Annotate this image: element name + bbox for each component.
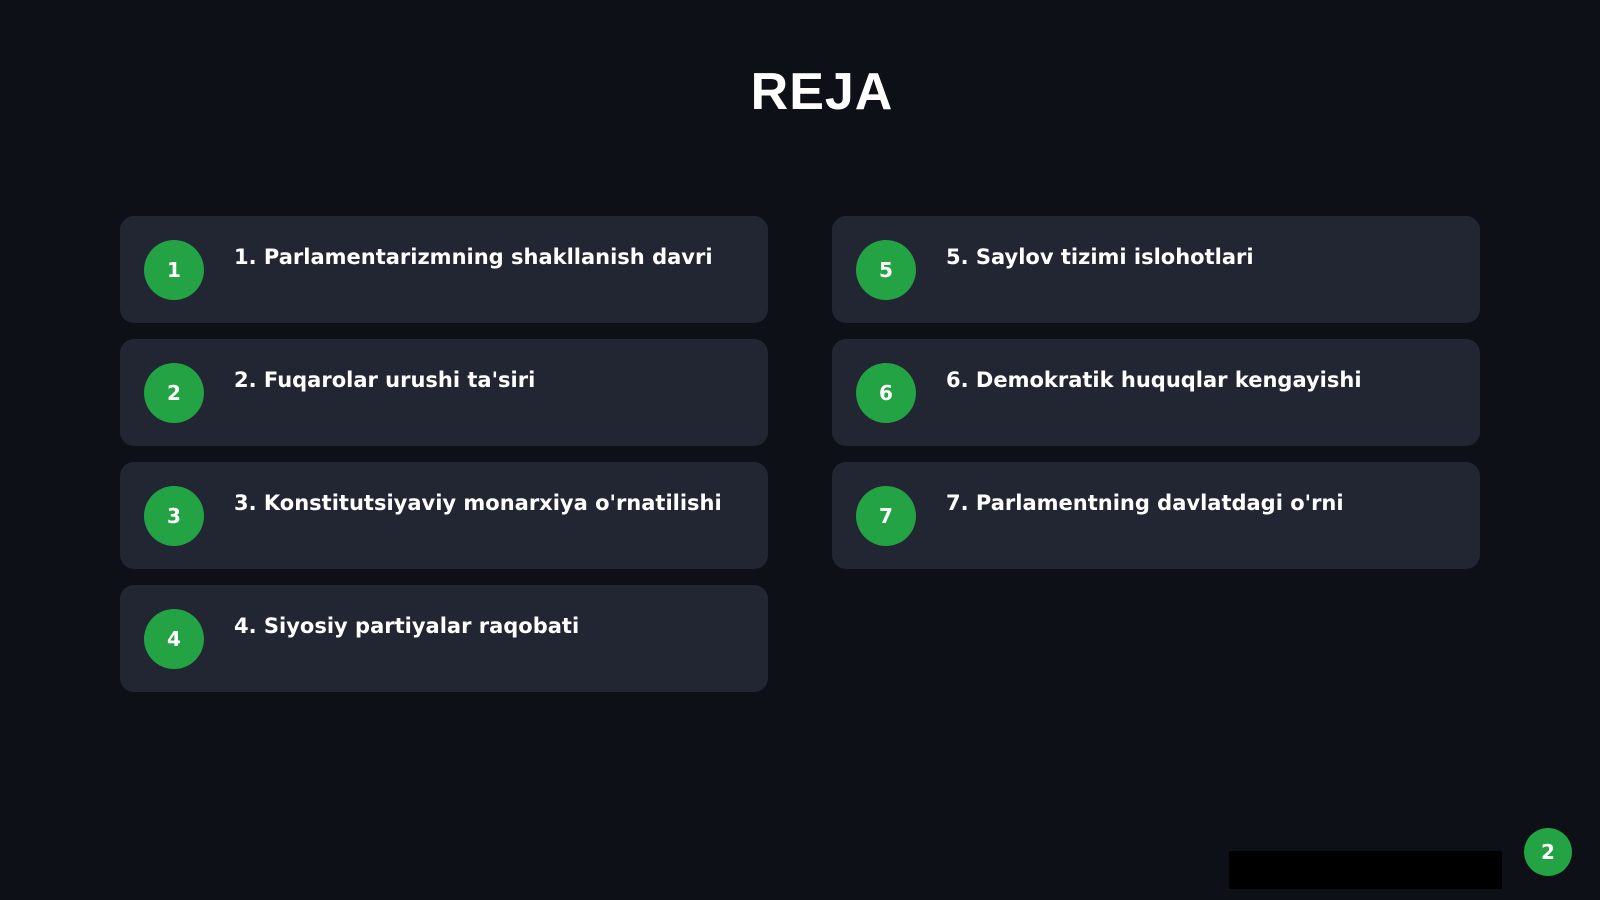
plan-item-card: 1 1. Parlamentarizmning shakllanish davr… xyxy=(120,216,768,323)
plan-item-card: 6 6. Demokratik huquqlar kengayishi xyxy=(832,339,1480,446)
plan-item-card: 4 4. Siyosiy partiyalar raqobati xyxy=(120,585,768,692)
plan-item-text: 4. Siyosiy partiyalar raqobati xyxy=(234,614,580,638)
plan-item-text: 5. Saylov tizimi islohotlari xyxy=(946,245,1254,269)
plan-column-left: 1 1. Parlamentarizmning shakllanish davr… xyxy=(120,216,768,708)
plan-item-text: 1. Parlamentarizmning shakllanish davri xyxy=(234,245,713,269)
plan-item-card: 2 2. Fuqarolar urushi ta'siri xyxy=(120,339,768,446)
plan-column-right: 5 5. Saylov tizimi islohotlari 6 6. Demo… xyxy=(832,216,1480,585)
plan-item-card: 7 7. Parlamentning davlatdagi o'rni xyxy=(832,462,1480,569)
item-number-badge: 6 xyxy=(856,363,916,423)
item-number-badge: 7 xyxy=(856,486,916,546)
plan-item-text: 3. Konstitutsiyaviy monarxiya o'rnatilis… xyxy=(234,491,722,515)
item-number-badge: 4 xyxy=(144,609,204,669)
item-number-badge: 3 xyxy=(144,486,204,546)
item-number-badge: 2 xyxy=(144,363,204,423)
item-number-badge: 1 xyxy=(144,240,204,300)
plan-item-text: 2. Fuqarolar urushi ta'siri xyxy=(234,368,536,392)
slide-title: REJA xyxy=(750,63,894,121)
plan-item-card: 3 3. Konstitutsiyaviy monarxiya o'rnatil… xyxy=(120,462,768,569)
redaction-bar xyxy=(1229,851,1502,889)
page-number-badge: 2 xyxy=(1524,828,1572,876)
item-number-badge: 5 xyxy=(856,240,916,300)
plan-item-text: 6. Demokratik huquqlar kengayishi xyxy=(946,368,1362,392)
plan-item-card: 5 5. Saylov tizimi islohotlari xyxy=(832,216,1480,323)
plan-item-text: 7. Parlamentning davlatdagi o'rni xyxy=(946,491,1344,515)
